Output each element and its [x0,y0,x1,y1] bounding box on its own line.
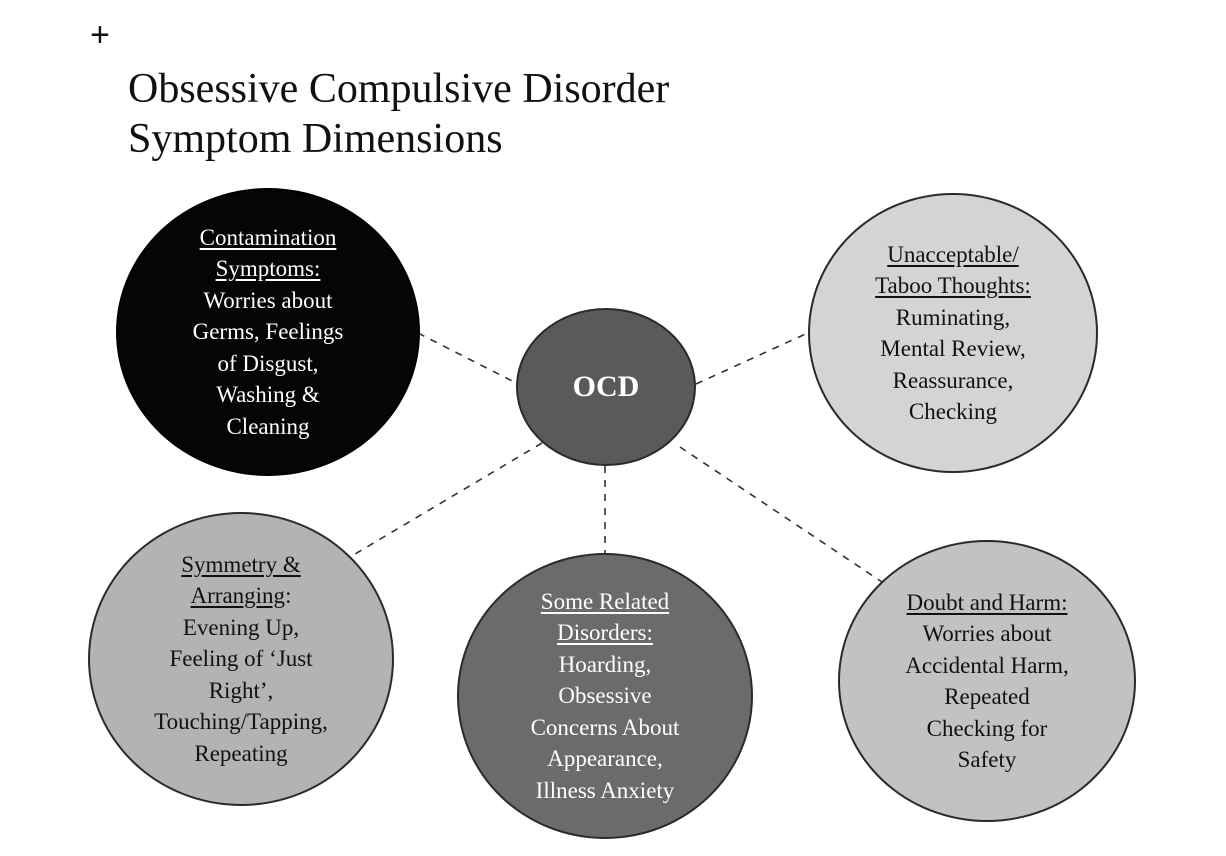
node-contamination: Contamination Symptoms: Worries about Ge… [116,188,420,476]
connector-doubt [679,446,883,583]
taboo-body-line: Checking [908,399,998,424]
doubt-body-line: Worries about [922,621,1052,646]
node-symmetry-arranging: Symmetry & Arranging: Evening Up, Feelin… [88,512,394,806]
contamination-heading: Contamination Symptoms: [200,222,337,285]
contamination-body-line: of Disgust, [217,350,319,376]
doubt-body-line: Repeated [944,684,1030,709]
symmetry-heading-line: Arranging [190,583,286,609]
connector-contamination [417,332,519,385]
taboo-heading: Unacceptable/ Taboo Thoughts: [875,239,1031,302]
symmetry-body-line: Evening Up, [182,614,300,640]
node-ocd-center: OCD [516,308,696,466]
contamination-body-line: Worries about [203,287,333,313]
connector-taboo [695,331,811,385]
title-line-1: Obsessive Compulsive Disorder [128,66,670,112]
symmetry-body-line: Touching/Tapping, [154,709,328,735]
doubt-heading-line: Doubt and Harm: [906,589,1068,615]
taboo-heading-line: Taboo Thoughts: [875,273,1031,298]
taboo-body: Ruminating, Mental Review, Reassurance, … [880,302,1025,428]
doubt-body: Worries about Accidental Harm, Repeated … [905,618,1068,776]
plus-mark: + [90,16,110,54]
contamination-heading-line: Symptoms: [215,256,321,282]
symmetry-body-line: Repeating [194,740,288,766]
symmetry-body: Evening Up, Feeling of ‘Just Right’, Tou… [154,612,328,770]
related-heading-line: Disorders: [557,620,653,646]
page-title: Obsessive Compulsive Disorder Symptom Di… [128,64,669,164]
symmetry-heading: Symmetry & Arranging: [181,549,300,612]
contamination-body: Worries about Germs, Feelings of Disgust… [193,285,344,443]
title-line-2: Symptom Dimensions [128,116,503,162]
contamination-heading-line: Contamination [199,224,337,250]
related-heading: Some Related Disorders: [541,586,669,649]
taboo-body-line: Mental Review, [880,336,1026,361]
related-body-line: Concerns About [530,714,680,740]
node-related-disorders: Some Related Disorders: Hoarding, Obsess… [457,553,753,839]
related-body-line: Illness Anxiety [535,777,675,803]
doubt-body-line: Safety [957,747,1017,772]
related-body-line: Appearance, [547,746,663,772]
taboo-heading-line: Unacceptable/ [887,241,1019,267]
related-body-line: Hoarding, [558,651,652,677]
taboo-body-line: Reassurance, [892,367,1014,393]
related-body: Hoarding, Obsessive Concerns About Appea… [531,649,680,807]
center-label: OCD [572,370,640,404]
related-body-line: Obsessive [558,683,652,709]
node-taboo-thoughts: Unacceptable/ Taboo Thoughts: Ruminating… [808,193,1098,473]
symmetry-body-line: Feeling of ‘Just [169,646,313,672]
contamination-body-line: Washing & [216,382,320,408]
symmetry-heading-line: Symmetry & [181,551,301,577]
symmetry-body-line: Right’, [208,677,274,703]
contamination-body-line: Germs, Feelings [192,319,344,345]
taboo-body-line: Ruminating, [895,304,1011,330]
related-heading-line: Some Related [540,588,670,614]
node-doubt-harm: Doubt and Harm: Worries about Accidental… [838,540,1136,822]
connector-symmetry [344,442,543,561]
doubt-heading: Doubt and Harm: [907,587,1068,619]
symmetry-heading-colon: : [285,583,292,609]
doubt-body-line: Accidental Harm, [905,652,1069,678]
contamination-body-line: Cleaning [226,413,310,439]
doubt-body-line: Checking for [926,715,1048,741]
